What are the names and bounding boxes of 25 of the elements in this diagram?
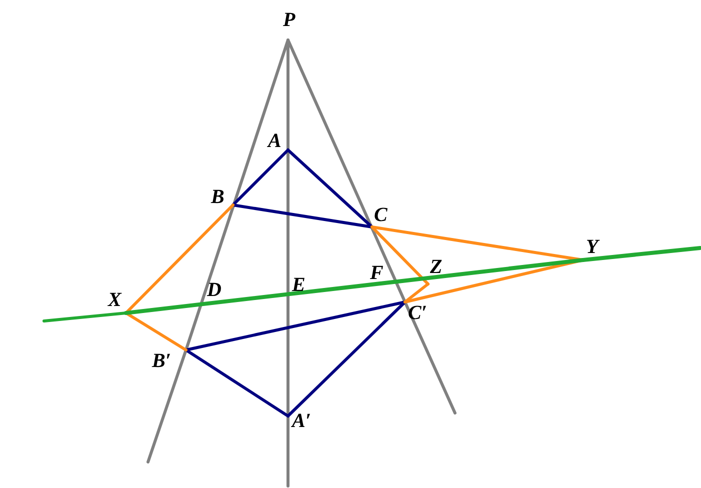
- point-label: Y: [586, 237, 598, 257]
- line-segment: [232, 148, 290, 206]
- point-label: C′: [408, 303, 427, 323]
- line-segment: [184, 38, 290, 352]
- point-label: B′: [152, 351, 171, 371]
- line-segment: [184, 300, 406, 352]
- line-segment: [124, 258, 585, 315]
- point-label: P: [283, 10, 296, 30]
- point-label: A′: [292, 411, 311, 431]
- line-segment: [404, 282, 430, 304]
- line-segment: [124, 312, 188, 352]
- line-segment: [286, 148, 374, 228]
- point-label: X: [108, 290, 122, 310]
- line-segment: [286, 38, 406, 304]
- line-segment: [184, 348, 290, 418]
- line-segment: [286, 300, 406, 418]
- point-label: B: [211, 187, 224, 207]
- point-label: E: [292, 275, 306, 295]
- point-label: Z: [430, 257, 442, 277]
- point-label: A: [268, 131, 282, 151]
- point-label: D: [207, 280, 222, 300]
- line-segment: [370, 226, 430, 286]
- line-segment: [232, 204, 374, 228]
- point-label: C: [374, 205, 388, 225]
- point-label: F: [370, 263, 384, 283]
